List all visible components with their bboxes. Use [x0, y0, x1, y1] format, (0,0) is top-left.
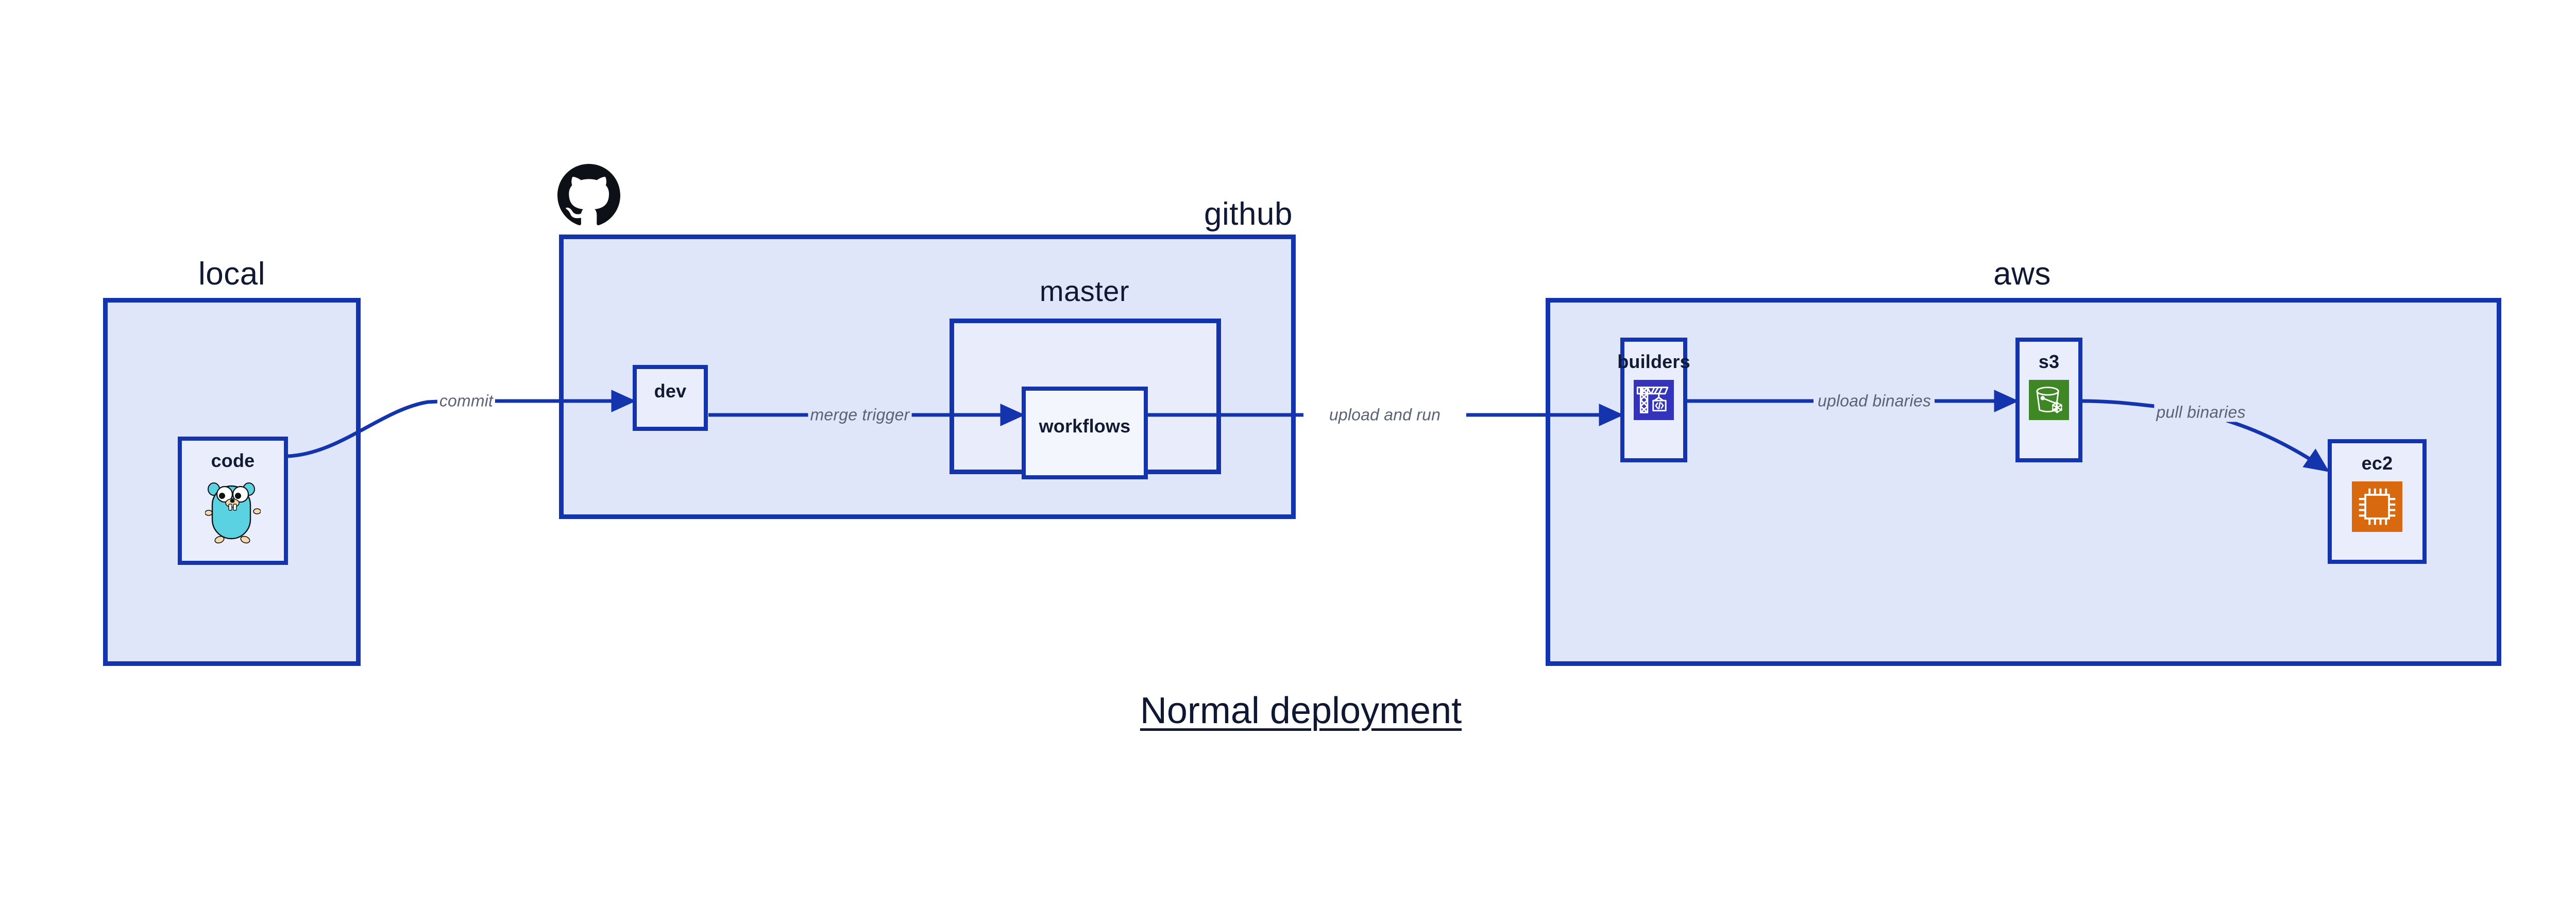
group-label-github: github — [1204, 196, 1293, 232]
go-gopher-icon — [205, 479, 261, 545]
group-label-aws: aws — [1993, 256, 2051, 292]
group-label-master: master — [1039, 275, 1130, 307]
node-label-ec2: ec2 — [2361, 453, 2393, 474]
edge-label-pull-binaries: pull binaries — [2154, 403, 2248, 422]
node-dev[interactable]: dev — [633, 365, 708, 431]
aws-ec2-chip-icon — [2352, 481, 2402, 532]
node-s3[interactable]: s3 — [2015, 338, 2082, 462]
node-builders[interactable]: builders — [1617, 338, 1690, 462]
diagram-caption: Normal deployment — [1140, 690, 1462, 731]
node-ec2[interactable]: ec2 — [2328, 439, 2427, 564]
group-label-local: local — [198, 256, 266, 292]
edge-label-commit: commit — [437, 391, 496, 411]
edge-label-merge-trigger: merge trigger — [808, 405, 912, 425]
node-code[interactable]: code — [178, 437, 288, 565]
node-label-s3: s3 — [2038, 351, 2060, 372]
node-label-workflows: workflows — [1039, 415, 1131, 437]
node-workflows[interactable]: workflows — [1022, 387, 1148, 479]
node-label-code: code — [211, 450, 255, 471]
node-label-builders: builders — [1617, 351, 1690, 372]
github-octocat-icon — [557, 164, 620, 227]
aws-codebuild-crane-icon — [1634, 380, 1674, 420]
edge-label-upload-binaries: upload binaries — [1815, 391, 1934, 411]
edge-label-upload-and-run: upload and run — [1327, 405, 1443, 425]
aws-s3-bucket-icon — [2029, 380, 2069, 420]
node-label-dev: dev — [654, 380, 687, 402]
